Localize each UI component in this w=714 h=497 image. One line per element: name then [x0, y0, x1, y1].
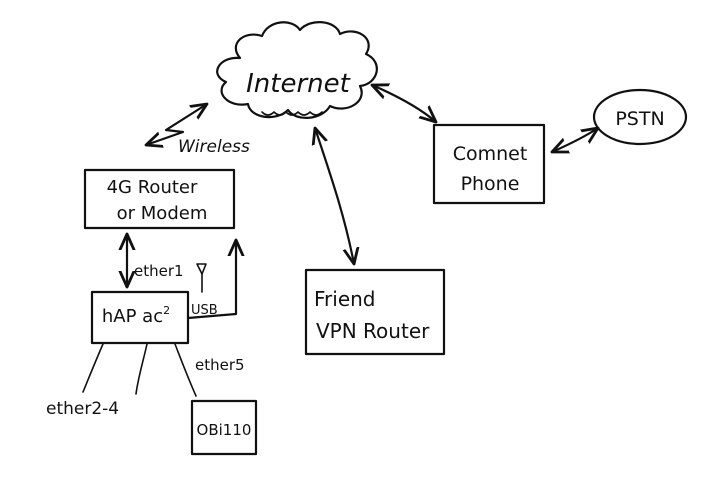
internet-cloud: Internet	[216, 21, 378, 119]
comnet-label-line2: Phone	[461, 173, 520, 195]
obi110-label: OBi110	[197, 421, 252, 439]
ether1-label: ether1	[134, 262, 184, 280]
usb-label: USB	[191, 303, 218, 318]
hap-label-sup: 2	[163, 304, 170, 317]
friend-vpn-router-node: Friend VPN Router	[304, 268, 446, 356]
hap-ac2-node: hAP ac2	[90, 290, 190, 345]
wireless-link: Wireless	[146, 104, 250, 157]
wireless-label: Wireless	[178, 137, 250, 157]
ether2-4-label: ether2-4	[46, 399, 119, 419]
hap-label-main: hAP ac	[102, 306, 163, 327]
internet-comnet-link	[372, 85, 436, 122]
friend-label-line2: VPN Router	[316, 319, 430, 343]
router-label-line2: or Modem	[117, 203, 208, 224]
ether5-link: ether5	[174, 343, 245, 397]
antenna-icon	[196, 263, 207, 293]
comnet-phone-node: Comnet Phone	[432, 123, 546, 205]
obi110-node: OBi110	[190, 399, 258, 456]
hap-label: hAP ac2	[102, 304, 170, 327]
comnet-label-line1: Comnet	[453, 143, 528, 165]
usb-link: USB	[186, 240, 236, 320]
router-modem-node: 4G Router or Modem	[83, 168, 236, 230]
friend-label-line1: Friend	[314, 287, 376, 311]
comnet-pstn-link	[552, 128, 598, 152]
internet-label: Internet	[246, 69, 351, 99]
router-label-line1: 4G Router	[107, 177, 198, 198]
internet-friend-link	[315, 128, 354, 264]
ether1-link: ether1	[127, 234, 184, 287]
ether5-label: ether5	[195, 356, 245, 374]
pstn-label: PSTN	[615, 108, 664, 130]
pstn-node: PSTN	[592, 88, 688, 146]
ether2-4-link: ether2-4	[46, 343, 148, 419]
